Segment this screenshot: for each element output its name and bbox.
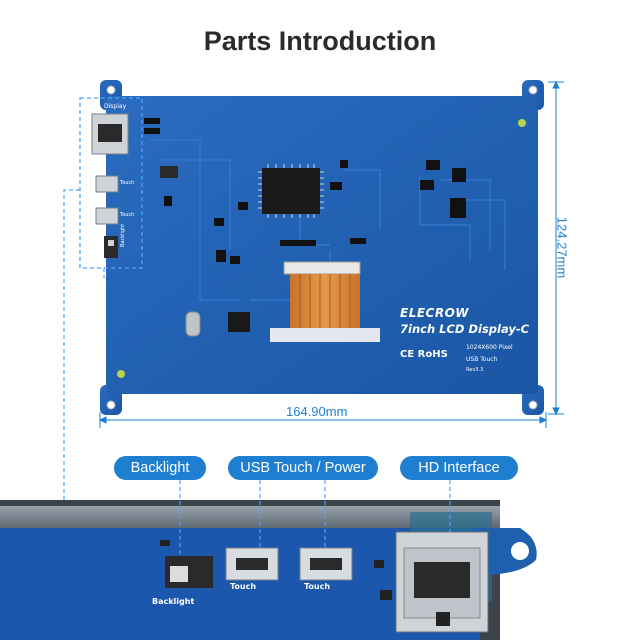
closeup-touch-label-2: Touch bbox=[304, 582, 331, 591]
page-title: Parts Introduction bbox=[203, 26, 437, 56]
cert-marks: CE RoHS bbox=[400, 349, 448, 360]
backlight-label: Backlight bbox=[114, 456, 206, 480]
height-dimension: 124.27mm bbox=[554, 216, 570, 279]
lcd-connector bbox=[283, 261, 361, 275]
silk-display-label: Display bbox=[104, 103, 127, 110]
flex-cable bbox=[290, 274, 360, 336]
closeup-view bbox=[0, 500, 537, 640]
width-dimension: 164.90mm bbox=[286, 404, 348, 419]
touch-chip bbox=[228, 312, 250, 332]
resolution-label: 1024X600 Pixel bbox=[466, 344, 513, 351]
smd-components bbox=[144, 118, 466, 264]
crystal bbox=[185, 311, 201, 337]
left-connectors bbox=[91, 113, 129, 258]
usb-touch-power-label: USB Touch / Power bbox=[228, 456, 378, 480]
revision-label: Rev3.3 bbox=[466, 367, 484, 373]
closeup-backlight-label: Backlight bbox=[152, 597, 195, 606]
closeup-touch-label-1: Touch bbox=[230, 582, 257, 591]
usb-touch-label: USB Touch bbox=[466, 356, 498, 363]
connector-highlight bbox=[79, 97, 143, 269]
silk-touch-label-2: Touch bbox=[120, 212, 135, 218]
model-name: 7inch LCD Display-C bbox=[400, 322, 530, 336]
power-led bbox=[117, 370, 125, 378]
brand-logo: ELECROW bbox=[400, 306, 470, 320]
silk-backlight-label: Backlight bbox=[120, 223, 126, 247]
silk-touch-label-1: Touch bbox=[120, 180, 135, 186]
pcb-traces bbox=[150, 139, 506, 301]
hd-interface-label: HD Interface bbox=[400, 456, 518, 480]
main-chip bbox=[262, 168, 320, 214]
